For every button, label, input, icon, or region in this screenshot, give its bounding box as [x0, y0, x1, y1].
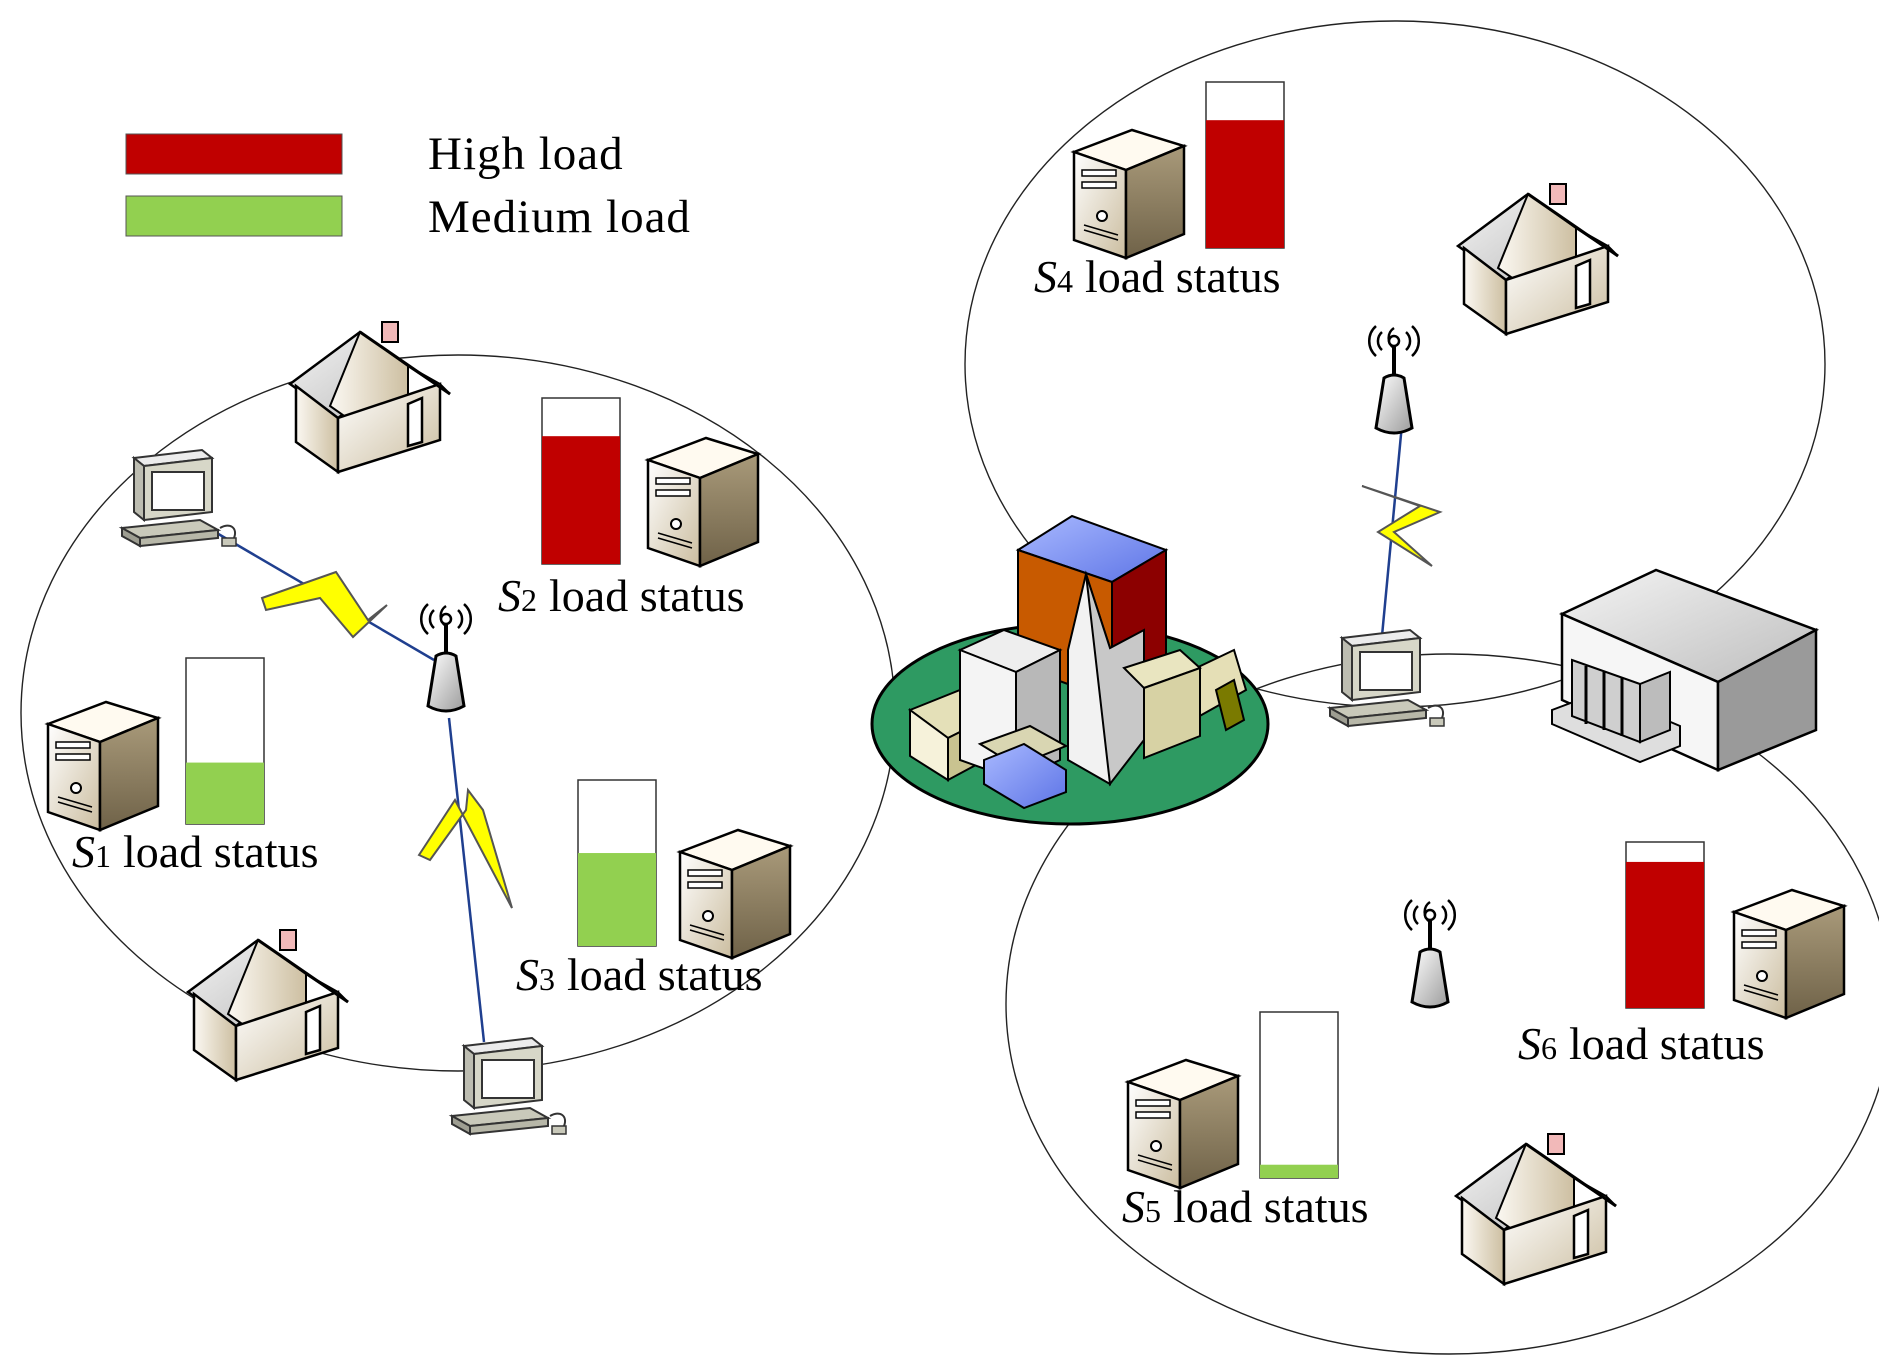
s3-load-meter-fill: [578, 853, 656, 946]
s6-load-meter-fill: [1626, 861, 1704, 1008]
server-icon: [678, 828, 792, 960]
legend: High load Medium load: [125, 128, 691, 243]
computer-icon: [1329, 629, 1445, 727]
legend-medium-label: Medium load: [428, 191, 691, 243]
server-icon: [1126, 1058, 1240, 1190]
s5-load-meter-frame: [1259, 1011, 1339, 1179]
coverage-cell-bottom-right: [1005, 653, 1879, 1355]
server-icon: [646, 436, 760, 568]
computer-icon: [451, 1037, 567, 1135]
house-icon: [1454, 1132, 1618, 1286]
load-meters: [185, 81, 1705, 1179]
lightning-link-2: [417, 787, 513, 909]
antenna-icon: [1403, 898, 1457, 1009]
computer-icon: [121, 449, 237, 547]
house-icon: [1456, 182, 1620, 336]
office-building-icon: [1551, 568, 1820, 772]
legend-high-label: High load: [428, 128, 624, 180]
house-icon: [288, 320, 452, 474]
legend-high-swatch: [125, 133, 343, 175]
campus-icon: [870, 514, 1270, 826]
lightning-link-1: [260, 570, 388, 639]
server-icon: [1732, 888, 1846, 1020]
s5-load-meter-fill: [1260, 1164, 1338, 1178]
s1-load-meter-fill: [186, 762, 264, 824]
legend-medium-swatch: [125, 195, 343, 237]
s2-load-meter-fill: [542, 436, 620, 564]
antenna-icon: [1367, 324, 1421, 435]
server-icon: [1072, 128, 1186, 260]
house-icon: [186, 928, 350, 1082]
lightning-link-3: [1361, 485, 1443, 567]
s4-load-meter-fill: [1206, 120, 1284, 248]
server-icon: [46, 700, 160, 832]
